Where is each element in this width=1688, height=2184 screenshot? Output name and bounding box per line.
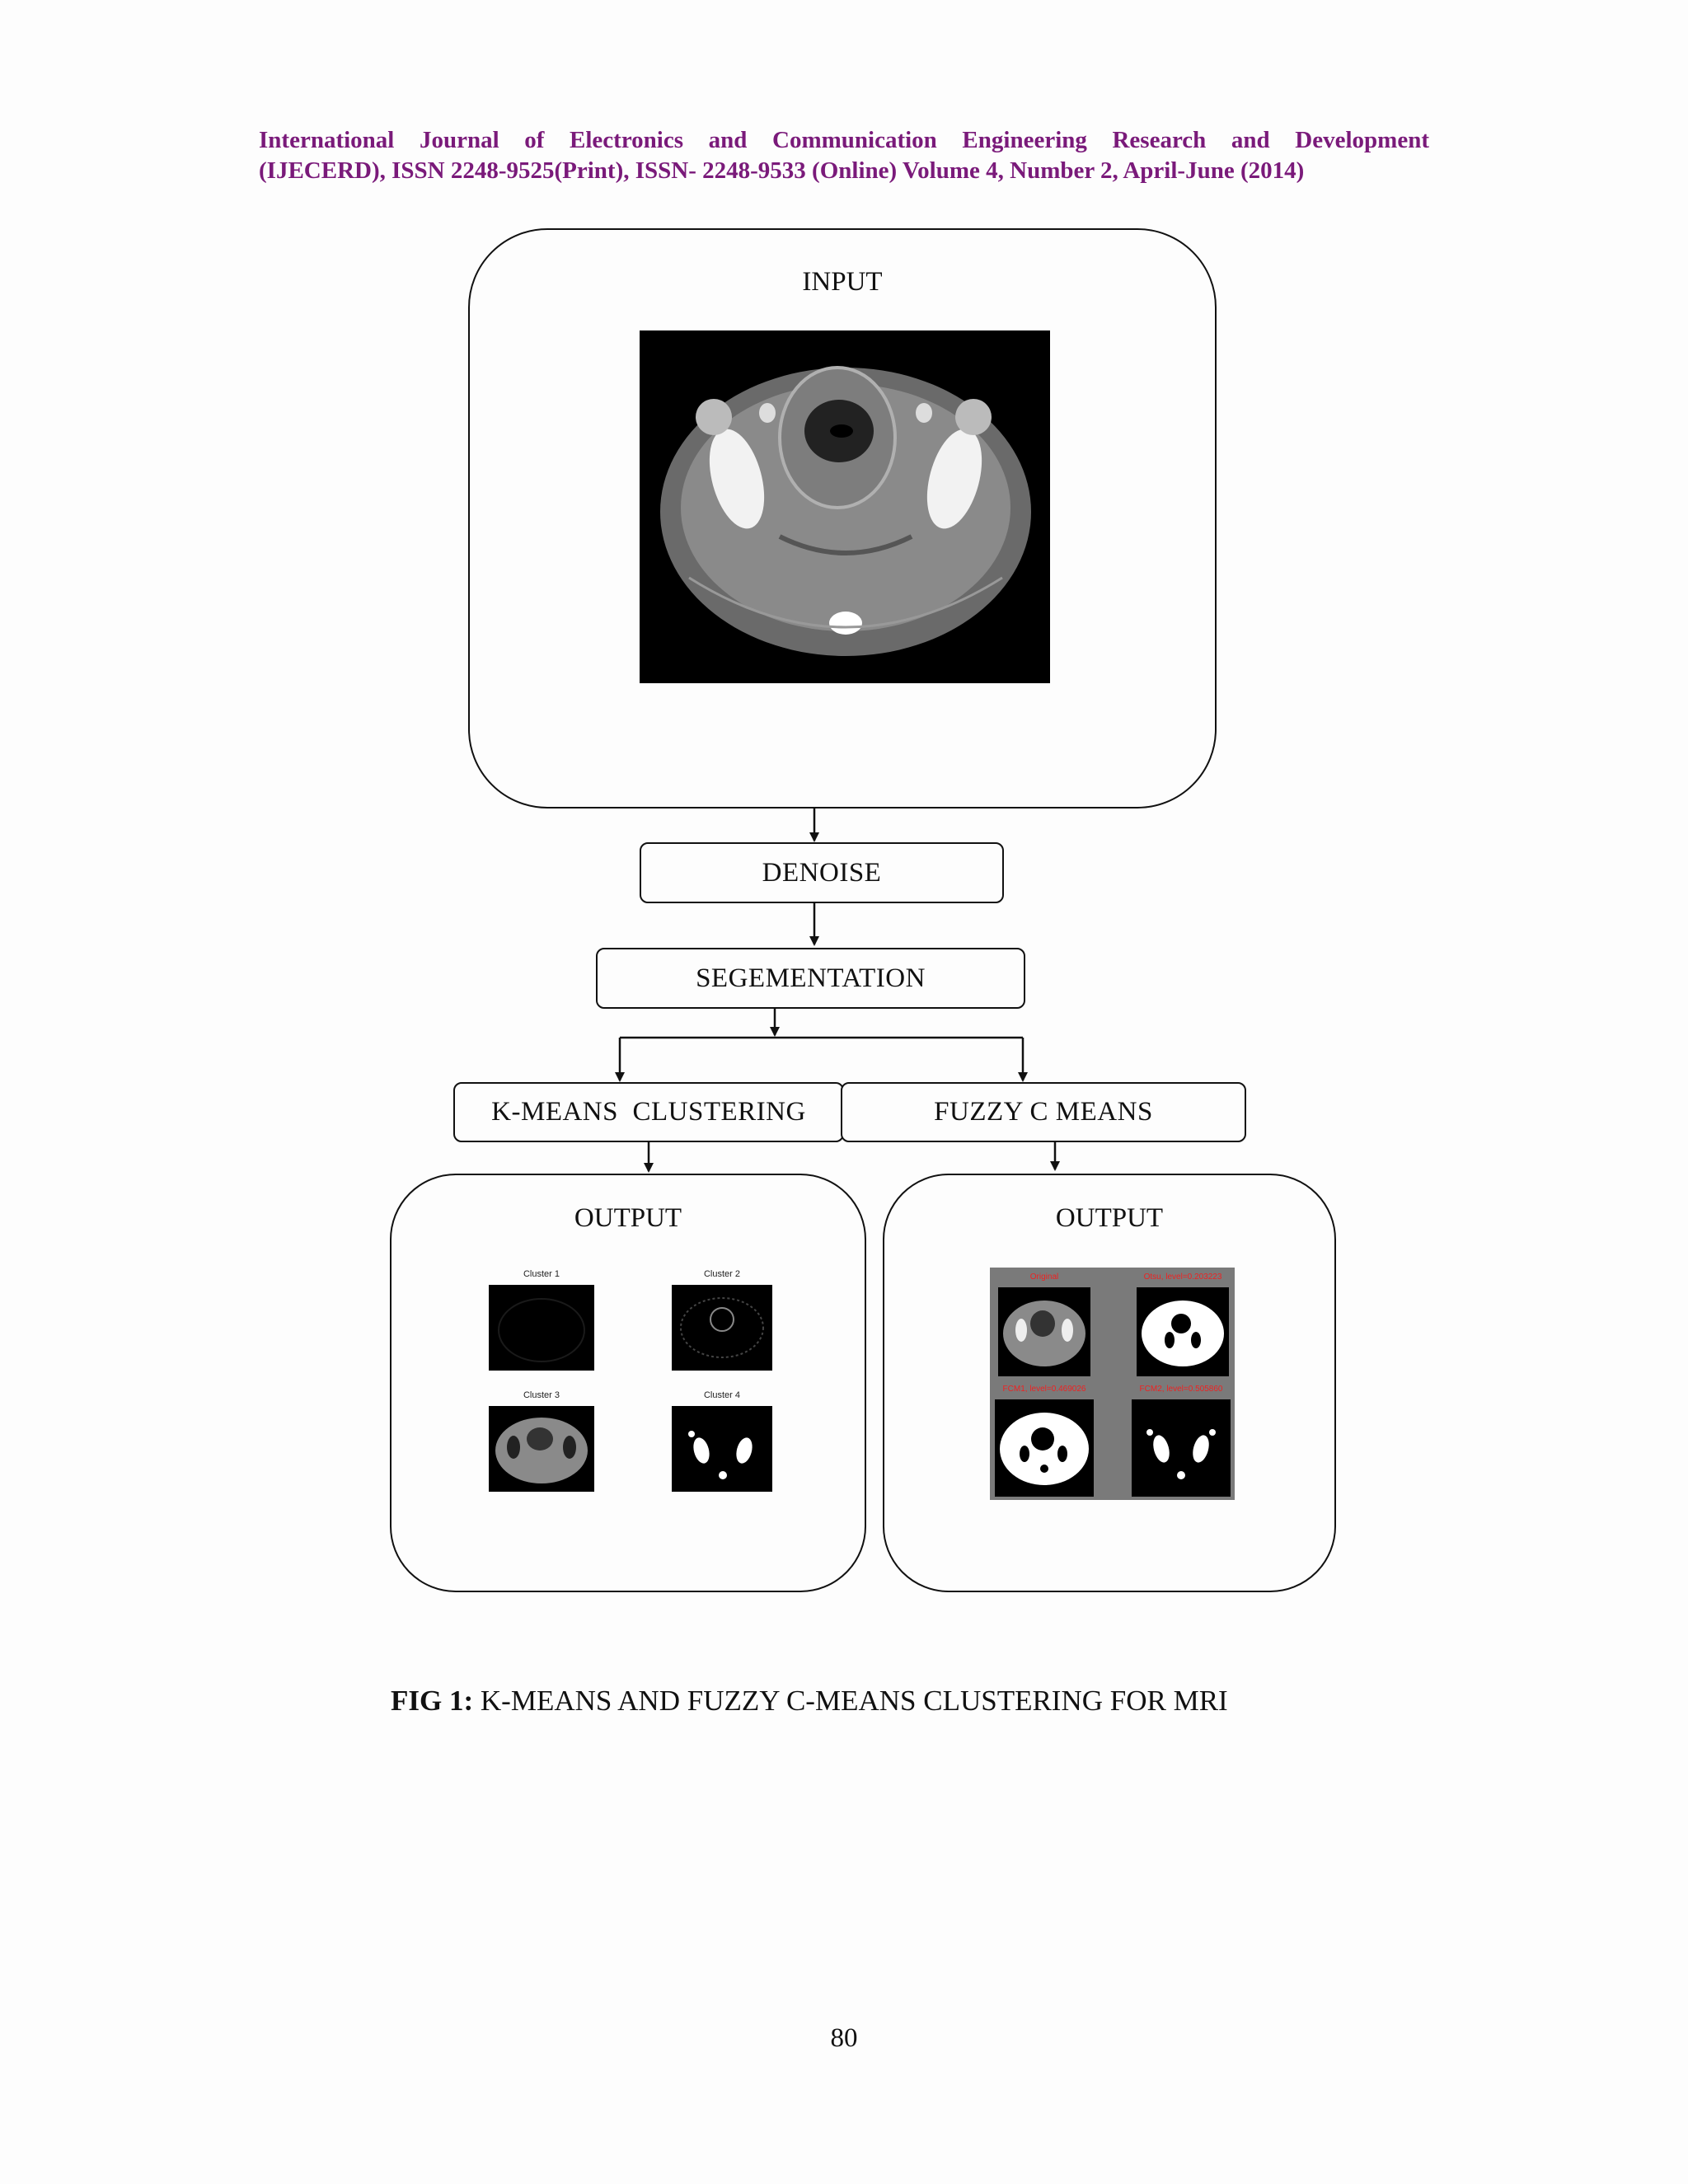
journal-header-line1: International Journal of Electronics and… [259, 127, 1429, 153]
fcm2-title: FCM2, level=0.505860 [1139, 1385, 1223, 1394]
figure-label: FIG 1: [391, 1685, 474, 1717]
figure-caption: FIG 1: K-MEANS AND FUZZY C-MEANS CLUSTER… [391, 1685, 1228, 1718]
kmeans-label: K-MEANS CLUSTERING [491, 1097, 806, 1127]
denoise-label: DENOISE [762, 857, 882, 888]
figure-caption-text: K-MEANS AND FUZZY C-MEANS CLUSTERING FOR… [473, 1685, 1228, 1717]
cluster1-title: Cluster 1 [523, 1269, 560, 1279]
fcm1-image [995, 1399, 1094, 1497]
journal-header: International Journal of Electronics and… [259, 125, 1429, 186]
fcm-otsu-title: Otsu, level=0.203223 [1143, 1272, 1222, 1282]
cluster3-image [489, 1406, 594, 1492]
segmentation-box: SEGEMENTATION [596, 948, 1025, 1009]
fcm2-image [1132, 1399, 1231, 1497]
cluster1-image [489, 1285, 594, 1371]
fcm-otsu-image [1137, 1287, 1229, 1376]
input-ct-scan-image [640, 330, 1050, 683]
input-title: INPUT [802, 267, 883, 297]
cluster2-title: Cluster 2 [703, 1269, 741, 1279]
fcm-result-figure: Original Otsu, level=0.203223 FCM1, leve… [990, 1268, 1235, 1500]
fcm-original-image [998, 1287, 1090, 1376]
cluster4-title: Cluster 4 [703, 1390, 741, 1400]
fcm-output-box: OUTPUT Original Otsu, level=0.203223 FCM… [883, 1174, 1336, 1592]
cluster2-image [672, 1285, 772, 1371]
fcm1-title: FCM1, level=0.469026 [1002, 1385, 1086, 1394]
kmeans-output-title: OUTPUT [574, 1203, 682, 1233]
segmentation-label: SEGEMENTATION [696, 963, 926, 993]
journal-header-line2: (IJECERD), ISSN 2248-9525(Print), ISSN- … [259, 157, 1305, 184]
input-box: INPUT [468, 228, 1217, 808]
fcm-output-title: OUTPUT [1055, 1203, 1164, 1233]
fcm-original-title: Original [1029, 1272, 1059, 1282]
fcm-label: FUZZY C MEANS [934, 1097, 1153, 1127]
cluster4-image [672, 1406, 772, 1492]
page-number: 80 [830, 2023, 858, 2053]
kmeans-box: K-MEANS CLUSTERING [453, 1082, 844, 1142]
fcm-box: FUZZY C MEANS [841, 1082, 1246, 1142]
kmeans-output-box: OUTPUT Cluster 1 Cluster 2 Cluster 3 Clu… [390, 1174, 866, 1592]
cluster3-title: Cluster 3 [523, 1390, 560, 1400]
denoise-box: DENOISE [640, 842, 1004, 903]
